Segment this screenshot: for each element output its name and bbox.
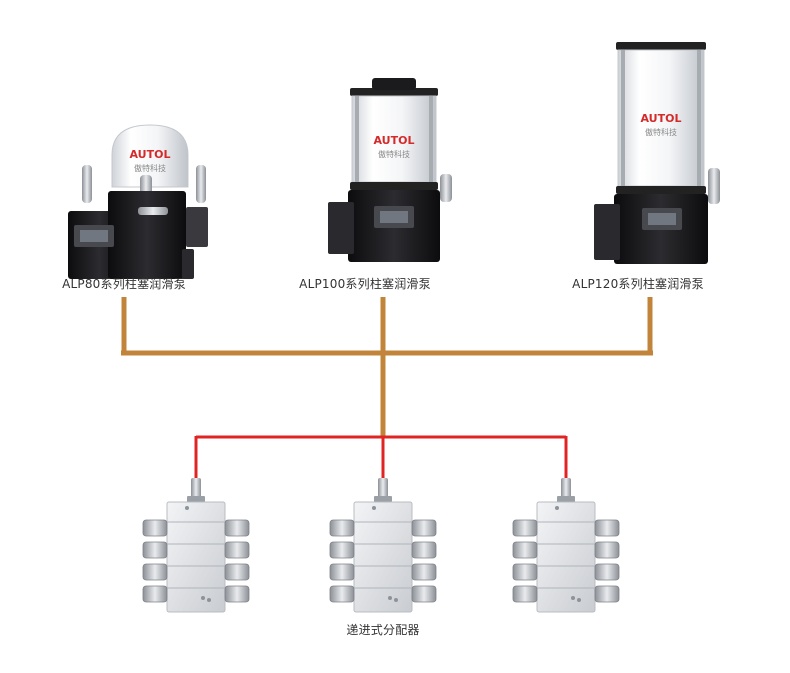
outlet-fitting	[594, 563, 620, 581]
outlet-fitting	[329, 541, 355, 559]
outlet-fitting	[411, 563, 437, 581]
distributor-3	[512, 478, 620, 613]
outlet-fitting	[329, 585, 355, 603]
pump-3-brand-sub: 傲特科技	[645, 127, 677, 137]
pump-1-brand-sub: 傲特科技	[134, 163, 166, 173]
outlet-fitting	[142, 541, 168, 559]
outlet-fitting	[594, 541, 620, 559]
outlet-fitting	[512, 519, 538, 537]
pump-alp100: AUTOL 傲特科技	[328, 78, 452, 262]
pump-1-label: ALP80系列柱塞润滑泵	[62, 277, 186, 291]
outlet-fitting	[142, 585, 168, 603]
outlet-fitting	[329, 563, 355, 581]
pump-2-label: ALP100系列柱塞润滑泵	[299, 277, 431, 291]
outlet-fitting	[512, 563, 538, 581]
distributors	[142, 478, 620, 613]
outlet-fitting	[411, 541, 437, 559]
outlet-fitting	[594, 585, 620, 603]
distributor-1	[142, 478, 250, 613]
outlet-fitting	[224, 541, 250, 559]
distributor-2	[329, 478, 437, 613]
pump-1-brand: AUTOL	[130, 148, 171, 161]
pump-3-label: ALP120系列柱塞润滑泵	[572, 277, 704, 291]
pump-alp80: AUTOL 傲特科技	[68, 124, 208, 279]
outlet-fitting	[512, 541, 538, 559]
outlet-fitting	[224, 519, 250, 537]
outlet-fitting	[594, 519, 620, 537]
outlet-fitting	[512, 585, 538, 603]
outlet-fitting	[142, 519, 168, 537]
outlet-fitting	[411, 585, 437, 603]
outlet-fitting	[142, 563, 168, 581]
outlet-fitting	[224, 563, 250, 581]
outlet-fitting	[224, 585, 250, 603]
pump-2-brand: AUTOL	[374, 134, 415, 147]
branch-lines	[194, 435, 568, 480]
main-supply-lines	[121, 297, 653, 437]
outlet-fitting	[329, 519, 355, 537]
outlet-fitting	[411, 519, 437, 537]
distributor-label: 递进式分配器	[346, 623, 420, 637]
pump-alp120: AUTOL 傲特科技	[594, 42, 720, 264]
pump-3-brand: AUTOL	[641, 112, 682, 125]
pump-2-brand-sub: 傲特科技	[378, 149, 410, 159]
